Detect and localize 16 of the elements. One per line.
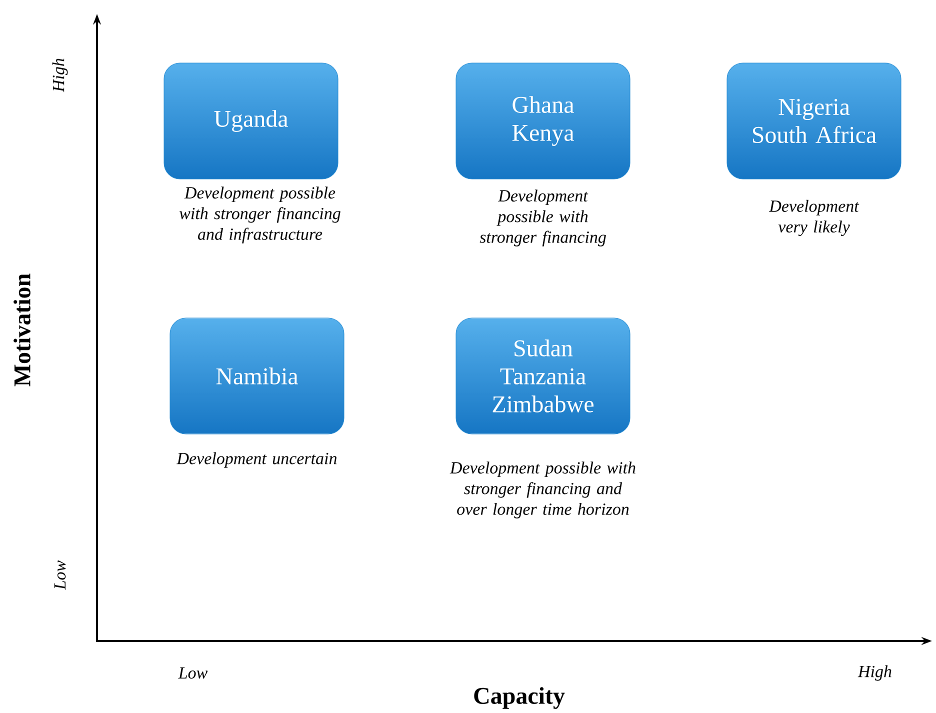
country-box: Ghana Kenya — [456, 62, 630, 180]
country-box: Namibia — [170, 318, 344, 434]
description-text: Development very likely — [768, 200, 860, 236]
axis-tick-label: High — [858, 665, 892, 681]
description-text: Development possible with stronger financing — [480, 190, 606, 246]
axis-tick-label: High — [52, 58, 68, 92]
description-text: Development possible with stronger financing and over longer time horizon — [450, 462, 636, 518]
country-box: Uganda — [164, 62, 338, 180]
description-text: Development uncertain — [176, 452, 337, 468]
axis-tick-label: Low — [54, 560, 66, 590]
country-box: Nigeria South Africa — [726, 62, 902, 180]
axis-title: Motivation — [14, 274, 30, 386]
axis-title: Capacity — [474, 687, 565, 709]
country-box: Sudan Tanzania Zimbabwe — [456, 318, 630, 434]
axis-tick-label: Low — [178, 667, 208, 679]
description-text: Development possible with stronger financing and infrastructure — [180, 186, 340, 244]
